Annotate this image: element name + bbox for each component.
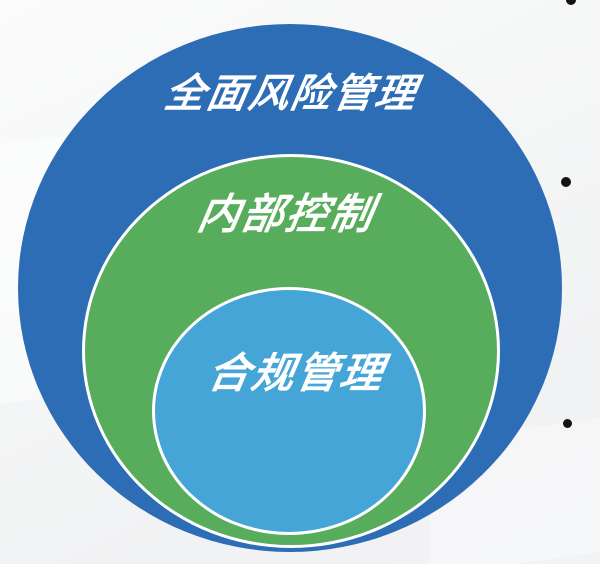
bullet-dot-icon (563, 419, 572, 428)
inner-ring-label: 合规管理 (204, 349, 389, 397)
middle-ring-label: 内部控制 (194, 190, 379, 238)
bullet-dot-icon (566, 0, 576, 5)
inner-ring-compliance-management (152, 287, 426, 535)
bullet-dot-icon (561, 177, 571, 187)
outer-ring-label: 全面风险管理 (161, 72, 422, 116)
